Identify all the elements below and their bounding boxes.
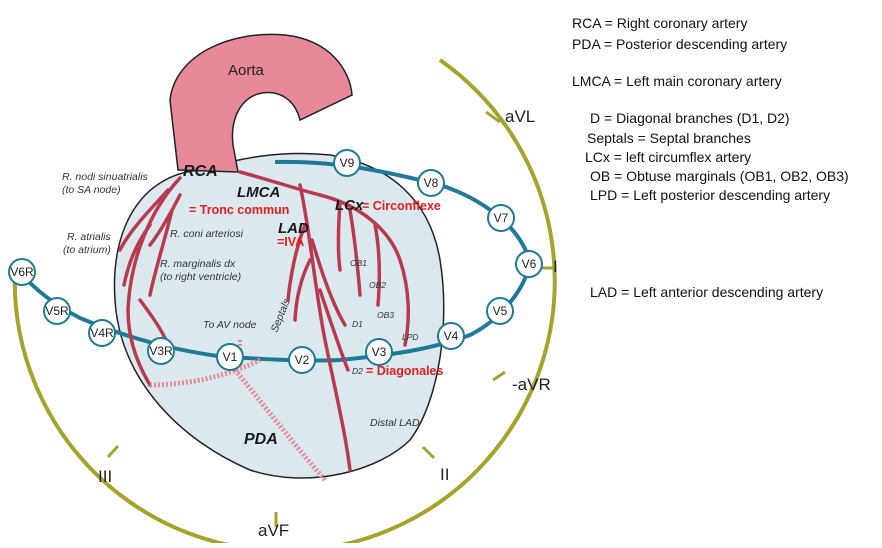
lpd-label: LPD [402, 332, 419, 342]
legend-d: D = Diagonal branches (D1, D2) [590, 110, 790, 126]
lead-arc [12, 58, 557, 548]
legend-lad: LAD = Left anterior descending artery [590, 284, 823, 300]
electrode-label: V8 [424, 176, 439, 190]
electrode-v4: V4 [437, 322, 465, 350]
electrode-label: V5R [45, 304, 69, 318]
tronc-label: = Tronc commun [189, 203, 289, 217]
nodi-label-1: R. nodi sinuatrialis [62, 171, 149, 183]
legend-ob: OB = Obtuse marginals (OB1, OB2, OB3) [590, 168, 849, 184]
electrode-label: V2 [295, 353, 310, 367]
electrode-label: V5 [493, 304, 508, 318]
circ-label: = Circonflexe [362, 199, 441, 213]
legend-pda: PDA = Posterior descending artery [572, 36, 787, 52]
legend-lpd: LPD = Left posterior descending artery [590, 187, 830, 203]
diag-label: = Diagonales [366, 364, 444, 378]
electrode-v8: V8 [417, 169, 445, 197]
electrode-circle [437, 322, 465, 350]
electrode-label: V4R [90, 326, 114, 340]
nodi-label-2: (to SA node) [62, 184, 121, 196]
electrode-circle [417, 169, 445, 197]
electrode-label: V6R [10, 265, 34, 279]
electrode-v2: V2 [288, 346, 316, 374]
ob1-label: OB1 [350, 258, 367, 268]
electrode-label: V4 [444, 329, 459, 343]
legend: RCA = Right coronary artery PDA = Poster… [572, 15, 849, 300]
legend-lmca: LMCA = Left main coronary artery [572, 73, 782, 89]
electrode-v3: V3 [365, 338, 393, 366]
d2-label: D2 [352, 366, 363, 376]
electrode-v9: V9 [333, 149, 361, 177]
legend-septals: Septals = Septal branches [587, 130, 751, 146]
ob2-label: OB2 [369, 280, 386, 290]
legend-rca: RCA = Right coronary artery [572, 15, 747, 31]
electrode-v6r: V6R [8, 258, 36, 286]
electrode-circle [288, 346, 316, 374]
electrode-v6: V6 [515, 250, 543, 278]
atrialis-label-2: (to atrium) [63, 244, 111, 256]
electrode-circle [43, 297, 71, 325]
electrode-label: V6 [522, 257, 537, 271]
electrode-v5: V5 [486, 297, 514, 325]
lead-avf: aVF [258, 521, 289, 540]
ob3-label: OB3 [377, 310, 394, 320]
electrode-v7: V7 [487, 204, 515, 232]
atrialis-label-1: R. atrialis [67, 231, 112, 243]
electrode-v5r: V5R [43, 297, 71, 325]
marg-label-2: (to right ventricle) [160, 271, 241, 283]
electrode-label: V7 [494, 211, 509, 225]
artery-tree [118, 170, 411, 472]
aorta-label: Aorta [228, 62, 265, 79]
d1-label: D1 [352, 319, 363, 329]
electrode-v4r: V4R [88, 319, 116, 347]
electrode-circle [487, 204, 515, 232]
pda-artery [149, 357, 327, 482]
lead-minus-avr: -aVR [512, 375, 551, 394]
lead-avl: aVL [505, 107, 535, 126]
distal-lad-label: Distal LAD [370, 417, 420, 429]
coni-label: R. coni arteriosi [170, 228, 244, 240]
lead-iii: III [98, 467, 112, 486]
rca-label: RCA [183, 163, 218, 180]
lead-ii: II [440, 465, 449, 484]
iva-label: =IVA [277, 235, 304, 249]
electrode-circle [147, 337, 175, 365]
lad-label: LAD [278, 220, 309, 237]
lmca-label: LMCA [237, 184, 280, 201]
electrode-circle [88, 319, 116, 347]
electrode-label: V1 [223, 350, 238, 364]
electrode-circle [216, 343, 244, 371]
electrode-v1: V1 [216, 343, 244, 371]
lead-i: I [553, 257, 558, 276]
electrode-circle [515, 250, 543, 278]
marg-label-1: R. marginalis dx [160, 258, 236, 270]
avnode-label: To AV node [203, 319, 257, 331]
electrode-label: V3R [149, 344, 173, 358]
electrode-label: V9 [340, 156, 355, 170]
electrode-circle [365, 338, 393, 366]
electrode-v3r: V3R [147, 337, 175, 365]
legend-lcx: LCx = left circumflex artery [585, 149, 751, 165]
aorta-shape [169, 33, 353, 173]
electrode-label: V3 [372, 345, 387, 359]
electrode-circle [486, 297, 514, 325]
lcx-label: LCx [335, 197, 364, 214]
electrode-circle [333, 149, 361, 177]
electrode-circle [8, 258, 36, 286]
pda-label: PDA [244, 431, 278, 448]
